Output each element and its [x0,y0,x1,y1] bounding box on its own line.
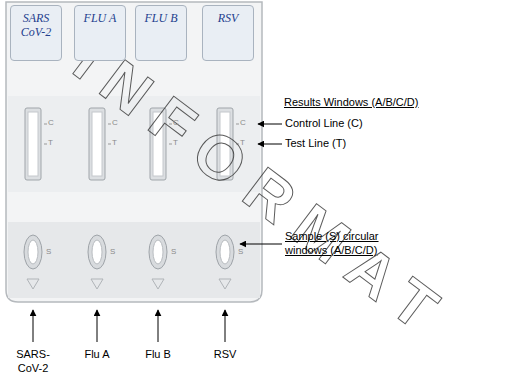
drop-triangle [219,279,231,289]
drop-triangle [152,279,164,289]
column-label: RSV [207,348,243,362]
line-mark: T [112,138,117,148]
line-mark: T [48,138,53,148]
label-box: SARS CoV-2 [10,5,62,61]
callout-label: Test Line (T) [285,137,485,151]
leader-arrow [225,310,226,342]
column-label: SARS- CoV-2 [13,348,53,376]
assay-label: FLU B [136,6,186,25]
line-tick [44,144,47,145]
sample-mark: S [171,247,176,257]
line-mark: C [112,118,118,128]
callout-title: Results Windows (A/B/C/D) [284,96,484,110]
column-label: Flu A [84,348,110,362]
label-box: RSV [202,5,254,61]
leader-arrow [258,124,282,125]
result-window-inner [92,112,102,176]
sample-well [216,235,234,269]
line-mark: C [173,118,179,128]
assay-label: SARS CoV-2 [11,6,61,40]
label-box: FLU A [74,5,126,61]
sample-well-inner [92,240,102,264]
line-mark: C [48,118,54,128]
leader-arrow [33,310,34,342]
drop-triangle [27,279,39,289]
result-window [89,108,105,180]
line-tick [44,124,47,125]
sample-well [149,235,167,269]
sample-mark: S [238,247,243,257]
result-window-inner [28,112,38,176]
watermark: INFORMAT [59,23,465,356]
assay-label: FLU A [75,6,125,25]
callout-label: Control Line (C) [285,117,485,131]
sample-well [88,235,106,269]
drop-triangle [91,279,103,289]
label-box: FLU B [135,5,187,61]
sample-mark: S [46,247,51,257]
line-tick [108,144,111,145]
callout-title: Sample (S) circular windows (A/B/C/D) [285,230,397,258]
sample-well-inner [153,240,163,264]
sample-mark: S [110,247,115,257]
line-mark: T [240,138,245,148]
sample-well [24,235,42,269]
line-mark: C [240,118,246,128]
sample-well-inner [220,240,230,264]
column-label: Flu B [145,348,171,362]
leader-arrow [158,310,159,342]
leader-arrow [97,310,98,342]
line-mark: T [173,138,178,148]
sample-band [8,222,260,298]
sample-well-inner [28,240,38,264]
assay-label: RSV [203,6,253,25]
result-window [25,108,41,180]
